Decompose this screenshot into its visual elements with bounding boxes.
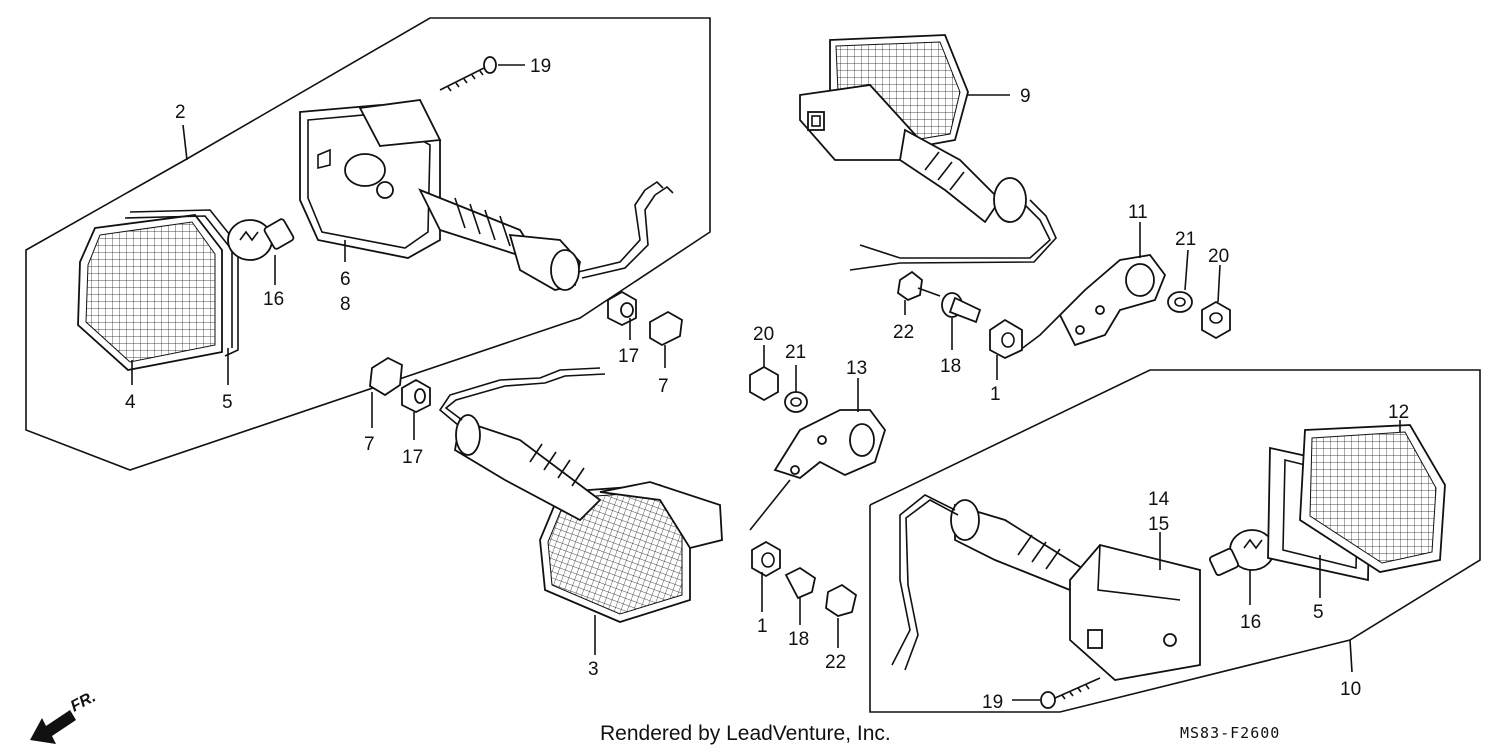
bracket-11 [1019, 254, 1167, 351]
bracket-13 [749, 409, 886, 531]
callout-3: 3 [588, 659, 599, 680]
bolt-22-bottom [825, 583, 858, 617]
callout-4: 4 [125, 392, 136, 413]
callout-2: 2 [175, 102, 186, 123]
callout-8: 8 [340, 294, 351, 315]
callout-1: 1 [990, 384, 1001, 405]
direction-label: FR. [68, 688, 99, 715]
callout-6: 6 [340, 269, 351, 290]
callout-5: 5 [222, 392, 233, 413]
cushion-17-front-right [401, 378, 431, 414]
callout-17: 17 [618, 346, 639, 367]
front-direction-arrow-icon: FR. [30, 688, 99, 744]
callout-5: 5 [1313, 602, 1324, 623]
stem-rear-bottom [891, 494, 1087, 671]
stem-front-left [418, 180, 674, 291]
callout-19: 19 [530, 56, 551, 77]
bulb-rear [1208, 529, 1275, 577]
housing-rear-bottom [1069, 543, 1201, 681]
callout-18: 18 [940, 356, 961, 377]
collar-18-top [941, 292, 982, 324]
washer-21-mid [784, 391, 808, 413]
callout-13: 13 [846, 358, 867, 379]
nut-20-mid [749, 365, 779, 402]
callout-18: 18 [788, 629, 809, 650]
callout-1: 1 [757, 616, 768, 637]
leader-lines [131, 64, 1401, 701]
callout-9: 9 [1020, 86, 1031, 107]
lens-front-right [539, 484, 691, 623]
housing-front-left [299, 99, 442, 259]
bulb-front-left [227, 218, 295, 261]
assembly-outline-rear-right [869, 369, 1481, 713]
callout-7: 7 [364, 434, 375, 455]
callout-20: 20 [1208, 246, 1229, 267]
callout-19: 19 [982, 692, 1003, 713]
callout-16: 16 [1240, 612, 1261, 633]
lens-front-left [77, 214, 223, 371]
footer-credit: Rendered by LeadVenture, Inc. [600, 722, 891, 745]
callout-14: 14 [1148, 489, 1170, 510]
callouts: 2 19 9 11 21 20 16 6 8 4 5 17 7 22 18 1 … [125, 56, 1409, 713]
callout-22: 22 [893, 322, 914, 343]
lens-rear [1299, 424, 1446, 573]
callout-21: 21 [785, 342, 806, 363]
callout-15: 15 [1148, 514, 1169, 535]
nut-20-top [1201, 300, 1231, 340]
bolt-22-top [897, 270, 941, 302]
screw-19-bottom [1040, 677, 1101, 709]
callout-16: 16 [263, 289, 284, 310]
stem-front-right [438, 367, 606, 522]
cushion-1-bottom [751, 540, 781, 578]
callout-7: 7 [658, 376, 669, 397]
stem-rear-top [849, 128, 1057, 271]
screw-19-top [439, 56, 497, 92]
callout-12: 12 [1388, 402, 1409, 423]
diagram-code: MS83-F2600 [1180, 724, 1280, 742]
callout-20: 20 [753, 324, 774, 345]
callout-17: 17 [402, 447, 423, 468]
callout-11: 11 [1128, 202, 1148, 223]
callout-10: 10 [1340, 679, 1361, 700]
callout-21: 21 [1175, 229, 1196, 250]
cushion-1-top [989, 318, 1023, 360]
cap-7-front-right [369, 356, 403, 397]
cushion-17-front-left-top [607, 290, 637, 327]
cap-7-front-left-top [649, 310, 683, 347]
housing-front-right [599, 481, 723, 550]
washer-21-top [1167, 291, 1193, 313]
collar-18-bottom [784, 566, 817, 600]
callout-22: 22 [825, 652, 846, 673]
housing-rear-top [799, 84, 922, 161]
assembly-outline-front-left [25, 17, 711, 471]
